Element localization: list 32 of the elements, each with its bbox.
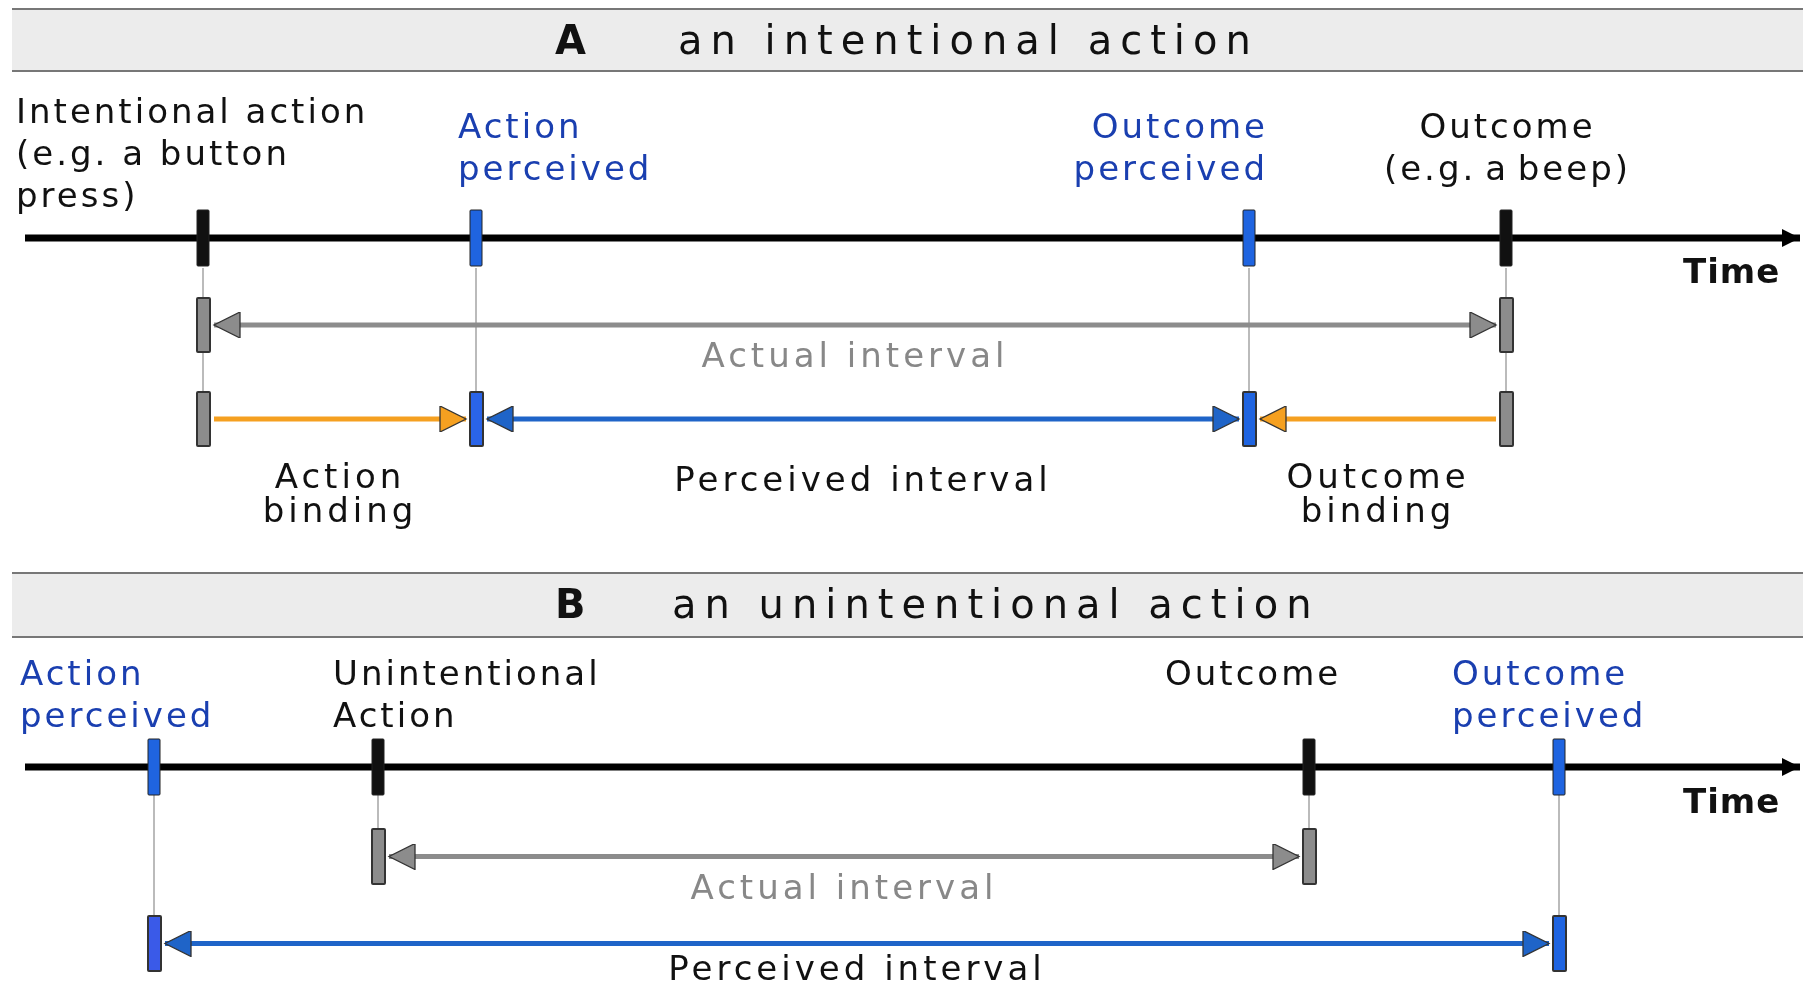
interval-arrow	[164, 929, 1550, 958]
interval-marker	[147, 915, 162, 972]
panel-letter: A	[555, 16, 594, 65]
event-label: Outcome perceived	[1452, 652, 1648, 736]
interval-marker	[1242, 391, 1257, 447]
panel-title: an unintentional action	[672, 580, 1320, 629]
interval-arrow	[1259, 405, 1496, 433]
interval-arrow	[213, 311, 1497, 339]
panel-letter: B	[555, 580, 594, 629]
axis-label: Time	[1683, 780, 1782, 822]
event-label: Outcome (e.g. a beep)	[1382, 105, 1633, 189]
section-header	[12, 8, 1803, 72]
interval-marker	[1499, 297, 1514, 353]
interval-marker	[196, 297, 211, 353]
event-label: Outcome perceived	[1072, 105, 1268, 189]
event-label: Unintentional Action	[333, 652, 602, 736]
interval-arrow	[486, 405, 1240, 433]
event-label: Intentional action (e.g. a button press)	[16, 90, 370, 216]
event-label: Outcome	[1165, 652, 1343, 694]
axis-label: Time	[1683, 250, 1782, 292]
interval-marker	[469, 391, 484, 447]
panel-title: an intentional action	[678, 16, 1259, 65]
interval-marker	[1302, 828, 1317, 885]
section-header	[12, 572, 1803, 638]
interval-arrow	[214, 405, 467, 433]
interval-arrow	[388, 842, 1300, 871]
event-label: Action perceived	[458, 105, 654, 189]
interval-marker	[1552, 915, 1567, 972]
interval-marker	[371, 828, 386, 885]
event-label: Action perceived	[20, 652, 216, 736]
interval-marker	[196, 391, 211, 447]
interval-marker	[1499, 391, 1514, 447]
